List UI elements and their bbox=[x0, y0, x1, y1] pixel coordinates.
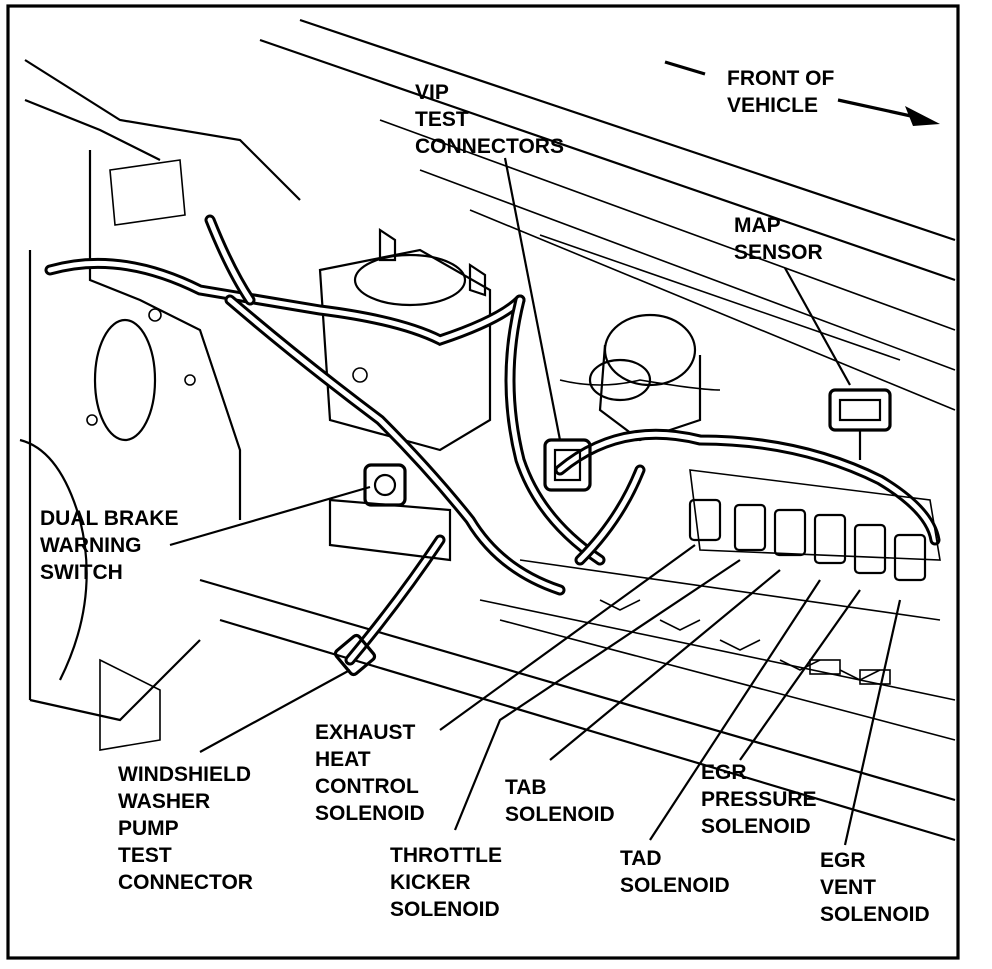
tab-label-line1: TAB bbox=[505, 776, 547, 799]
windshield-label-line2: WASHER bbox=[118, 790, 210, 813]
tab-label-line2: SOLENOID bbox=[505, 803, 615, 826]
windshield-label-line3: PUMP bbox=[118, 817, 179, 840]
throttle-leader bbox=[453, 559, 741, 831]
exhaust-label-line3: CONTROL bbox=[315, 775, 419, 798]
label-dual-brake-switch: DUAL BRAKE WARNING SWITCH bbox=[40, 507, 178, 584]
dual-brake-switch-shape bbox=[328, 463, 452, 562]
front-label-line2: VEHICLE bbox=[727, 94, 818, 117]
tad-leader bbox=[649, 579, 821, 841]
vip-label-line1: VIP bbox=[415, 81, 449, 104]
egr-pressure-label-line2: PRESSURE bbox=[701, 788, 817, 811]
exhaust-label-line4: SOLENOID bbox=[315, 802, 425, 825]
frame-rails bbox=[199, 559, 956, 842]
dual-brake-label-line1: DUAL BRAKE bbox=[40, 507, 178, 530]
label-map-sensor: MAP SENSOR bbox=[734, 214, 823, 264]
exhaust-label-line2: HEAT bbox=[315, 748, 371, 771]
exhaust-heat-solenoid-shape bbox=[688, 498, 722, 542]
windshield-label-line4: TEST bbox=[118, 844, 172, 867]
vip-label-line3: CONNECTORS bbox=[415, 135, 564, 158]
cowl-panel bbox=[259, 18, 956, 411]
master-cylinder bbox=[318, 227, 492, 452]
dual-brake-leader bbox=[169, 485, 371, 547]
throttle-label-line3: SOLENOID bbox=[390, 898, 500, 921]
label-egr-pressure: EGR PRESSURE SOLENOID bbox=[701, 761, 817, 838]
front-label-line1: FRONT OF bbox=[727, 67, 834, 90]
map-leader bbox=[784, 267, 851, 386]
tad-solenoid-shape bbox=[813, 513, 847, 565]
tad-label-line2: SOLENOID bbox=[620, 874, 730, 897]
washer-test-connector-shape bbox=[333, 633, 377, 677]
fender-strut-tower bbox=[19, 59, 301, 751]
windshield-leader bbox=[199, 669, 351, 753]
direction-line-right bbox=[837, 98, 921, 120]
label-windshield-washer: WINDSHIELD WASHER PUMP TEST CONNECTOR bbox=[118, 763, 253, 894]
exhaust-label-line1: EXHAUST bbox=[315, 721, 416, 744]
egr-pressure-solenoid-shape bbox=[853, 523, 887, 575]
egr-vent-leader bbox=[843, 599, 902, 846]
direction-line-left bbox=[664, 60, 706, 76]
label-throttle-kicker: THROTTLE KICKER SOLENOID bbox=[390, 844, 502, 921]
egr-pressure-label-line3: SOLENOID bbox=[701, 815, 811, 838]
vip-leader bbox=[503, 157, 562, 441]
egr-vent-label-line1: EGR bbox=[820, 849, 866, 872]
throttle-kicker-solenoid-shape bbox=[733, 503, 767, 552]
wiring-harness bbox=[44, 214, 941, 666]
solenoid-bank bbox=[688, 469, 941, 582]
windshield-label-line5: CONNECTOR bbox=[118, 871, 253, 894]
egr-vent-solenoid-shape bbox=[893, 533, 927, 582]
figure-border bbox=[6, 4, 960, 960]
map-label-line1: MAP bbox=[734, 214, 781, 237]
tad-label-line1: TAD bbox=[620, 847, 662, 870]
egr-vent-label-line2: VENT bbox=[820, 876, 876, 899]
map-label-line2: SENSOR bbox=[734, 241, 823, 264]
label-vip-test-connectors: VIP TEST CONNECTORS bbox=[415, 81, 564, 158]
leader-lines bbox=[169, 157, 902, 846]
egr-pressure-leader bbox=[739, 589, 861, 761]
exhaust-leader bbox=[439, 544, 696, 731]
label-tad-solenoid: TAD SOLENOID bbox=[620, 847, 730, 897]
dual-brake-label-line3: SWITCH bbox=[40, 561, 123, 584]
vip-connectors-shape bbox=[543, 438, 592, 492]
label-egr-vent: EGR VENT SOLENOID bbox=[820, 849, 930, 926]
vip-label-line2: TEST bbox=[415, 108, 469, 131]
front-arrow-icon bbox=[905, 106, 940, 126]
throttle-label-line1: THROTTLE bbox=[390, 844, 502, 867]
fluid-reservoir bbox=[588, 313, 702, 442]
throttle-label-line2: KICKER bbox=[390, 871, 471, 894]
egr-vent-label-line3: SOLENOID bbox=[820, 903, 930, 926]
egr-pressure-label-line1: EGR bbox=[701, 761, 747, 784]
map-sensor-shape bbox=[828, 388, 892, 460]
tab-leader bbox=[549, 569, 781, 761]
front-of-vehicle-indicator: FRONT OF VEHICLE bbox=[664, 60, 940, 126]
dual-brake-label-line2: WARNING bbox=[40, 534, 142, 557]
windshield-label-line1: WINDSHIELD bbox=[118, 763, 251, 786]
label-exhaust-heat: EXHAUST HEAT CONTROL SOLENOID bbox=[315, 721, 425, 825]
tab-solenoid-shape bbox=[773, 508, 807, 557]
label-tab-solenoid: TAB SOLENOID bbox=[505, 776, 615, 826]
